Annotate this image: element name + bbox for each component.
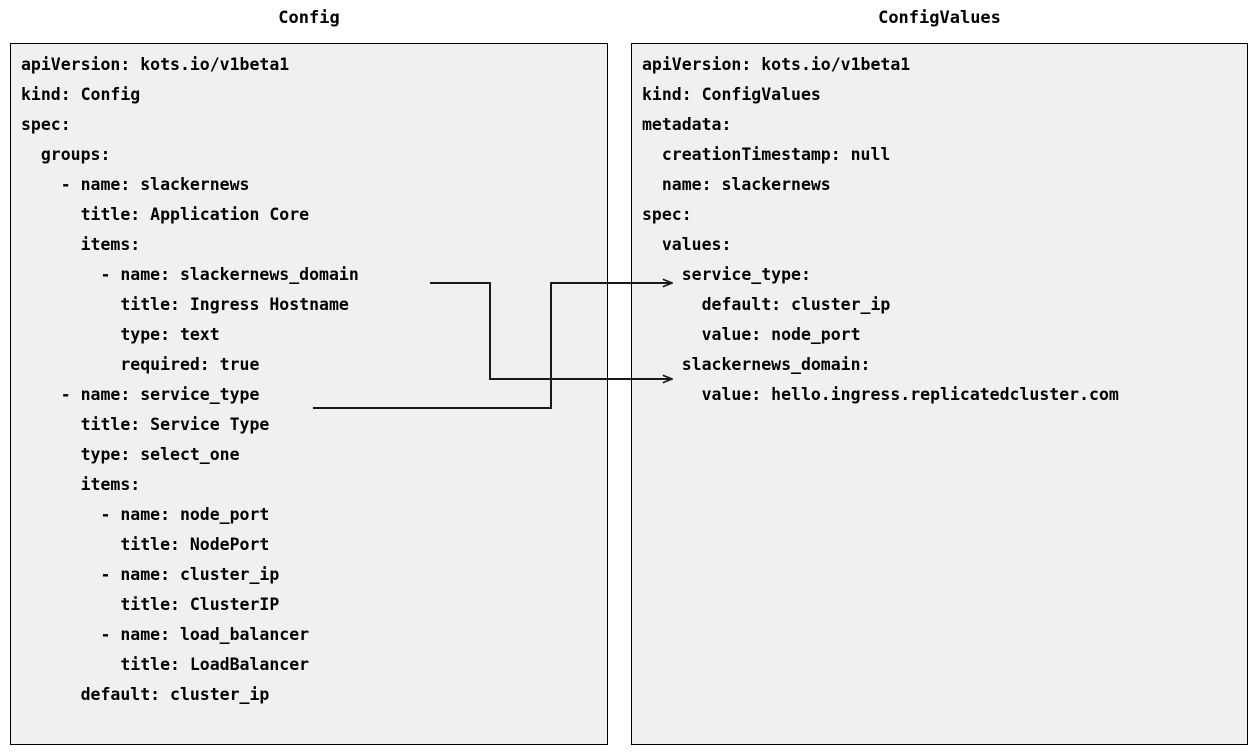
configvalues-yaml-line-6: values:	[642, 235, 732, 254]
configvalues-yaml-line-4: name: slackernews	[642, 175, 831, 194]
config-yaml-block: apiVersion: kots.io/v1beta1 kind: Config s…	[11, 44, 607, 710]
config-yaml-line-0: apiVersion: kots.io/v1beta1	[21, 55, 290, 74]
configvalues-yaml-line-11: value: hello.ingress.replicatedcluster.c…	[642, 385, 1119, 404]
configvalues-yaml-line-8: default: cluster_ip	[642, 295, 891, 314]
config-panel-title: Config	[278, 8, 340, 28]
config-yaml-line-15: - name: node_port	[21, 505, 270, 524]
configvalues-yaml-line-2: metadata:	[642, 115, 732, 134]
configvalues-yaml-line-10: slackernews_domain:	[642, 355, 871, 374]
config-yaml-line-20: title: LoadBalancer	[21, 655, 310, 674]
configvalues-yaml-line-9: value: node_port	[642, 325, 861, 344]
config-yaml-line-4: - name: slackernews	[21, 175, 250, 194]
config-yaml-line-5: title: Application Core	[21, 205, 310, 224]
config-yaml-line-16: title: NodePort	[21, 535, 270, 554]
config-yaml-line-10: required: true	[21, 355, 260, 374]
configvalues-yaml-line-7: service_type:	[642, 265, 811, 284]
config-yaml-line-2: spec:	[21, 115, 71, 134]
configvalues-yaml-line-5: spec:	[642, 205, 692, 224]
config-panel: apiVersion: kots.io/v1beta1 kind: Config s…	[10, 43, 608, 745]
configvalues-panel: apiVersion: kots.io/v1beta1 kind: ConfigV…	[631, 43, 1248, 745]
config-yaml-line-17: - name: cluster_ip	[21, 565, 280, 584]
config-yaml-line-21: default: cluster_ip	[21, 685, 270, 704]
config-yaml-line-19: - name: load_balancer	[21, 625, 310, 644]
config-yaml-line-13: type: select_one	[21, 445, 240, 464]
configvalues-yaml-line-0: apiVersion: kots.io/v1beta1	[642, 55, 911, 74]
configvalues-yaml-line-3: creationTimestamp: null	[642, 145, 891, 164]
configvalues-yaml-line-1: kind: ConfigValues	[642, 85, 821, 104]
config-yaml-line-11: - name: service_type	[21, 385, 260, 404]
configvalues-yaml-block: apiVersion: kots.io/v1beta1 kind: ConfigV…	[632, 44, 1247, 410]
config-yaml-line-3: groups:	[21, 145, 111, 164]
config-yaml-line-18: title: ClusterIP	[21, 595, 280, 614]
config-yaml-line-1: kind: Config	[21, 85, 141, 104]
config-yaml-line-8: title: Ingress Hostname	[21, 295, 349, 314]
config-yaml-line-12: title: Service Type	[21, 415, 270, 434]
config-yaml-line-14: items:	[21, 475, 141, 494]
config-yaml-line-7: - name: slackernews_domain	[21, 265, 359, 284]
config-yaml-line-9: type: text	[21, 325, 220, 344]
configvalues-panel-title: ConfigValues	[878, 8, 1001, 28]
config-yaml-line-6: items:	[21, 235, 141, 254]
